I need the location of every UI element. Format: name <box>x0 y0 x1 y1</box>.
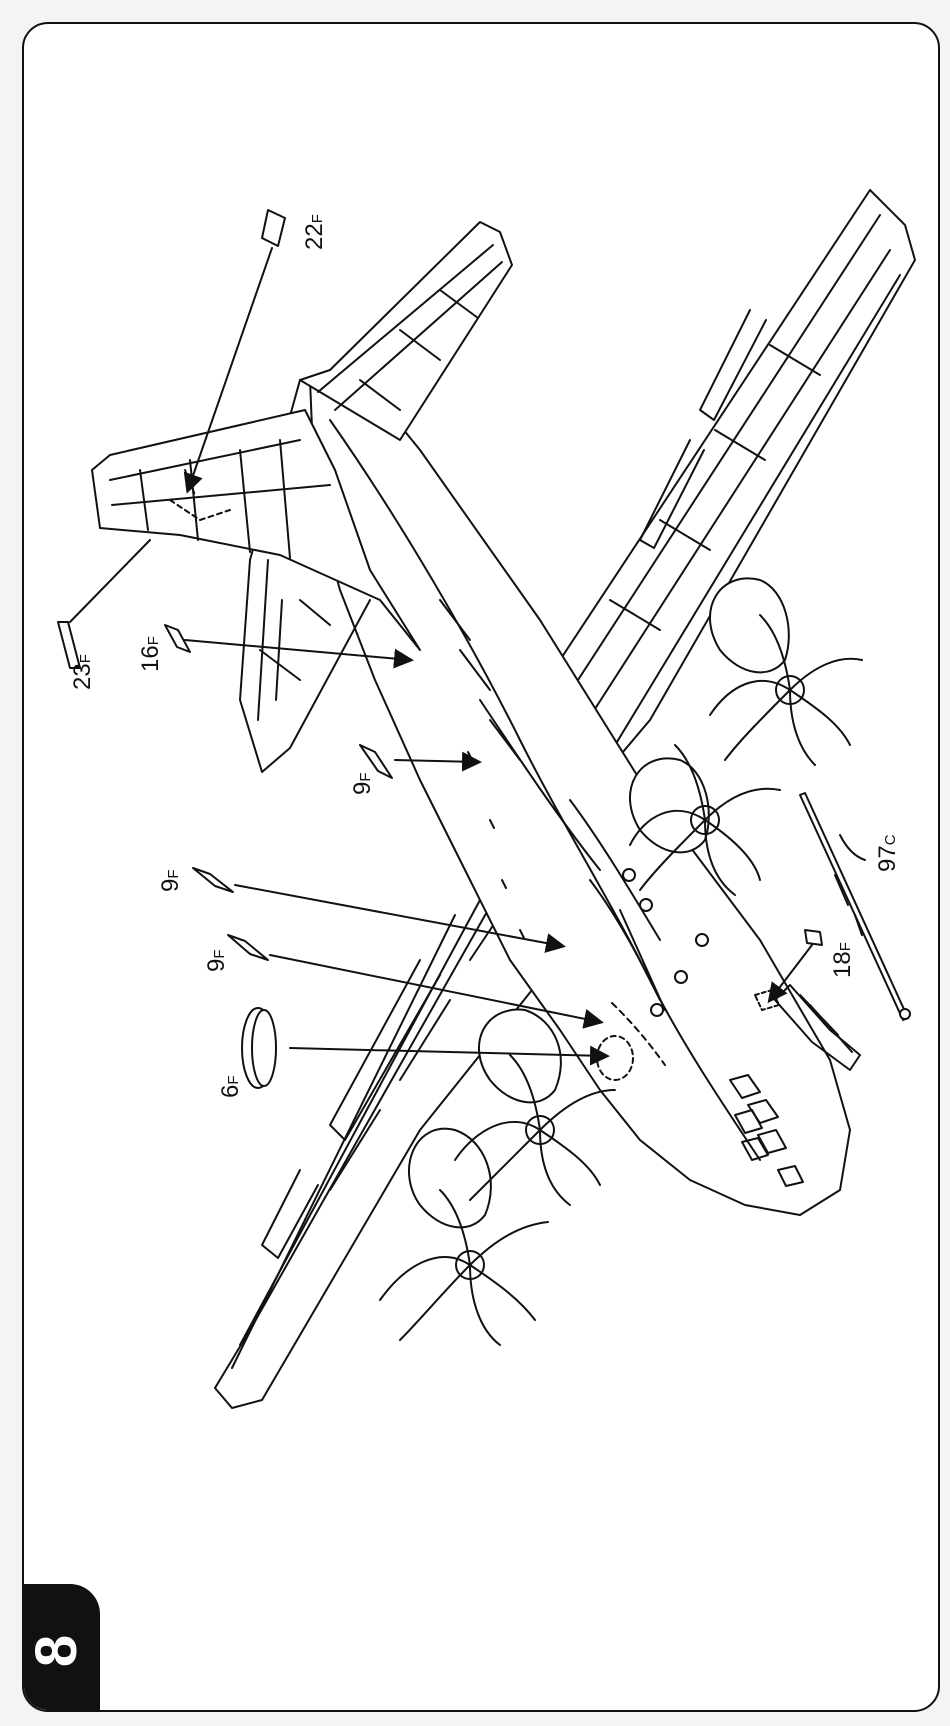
label-part-16F: 16F <box>137 636 164 672</box>
label-part-9F-low: 9F <box>203 949 230 972</box>
label-part-18F: 18F <box>829 942 856 978</box>
engine-outer-left <box>380 1129 548 1345</box>
label-part-9F-top: 9F <box>349 772 376 795</box>
label-part-97C: 97C <box>874 834 901 872</box>
label-part-22F: 22F <box>301 214 328 250</box>
part-9F-mid-shape <box>193 868 233 892</box>
engine-outer-right <box>710 578 862 765</box>
label-part-9F-mid: 9F <box>157 869 184 892</box>
part-22F-shape <box>262 210 285 246</box>
part-16F-shape <box>165 625 190 652</box>
part-6F-shape <box>242 1008 276 1088</box>
part-18F-shape <box>805 930 822 945</box>
label-part-6F: 6F <box>217 1075 244 1098</box>
part-9F-low-shape <box>228 935 268 960</box>
part-97C-shape <box>800 793 910 1020</box>
